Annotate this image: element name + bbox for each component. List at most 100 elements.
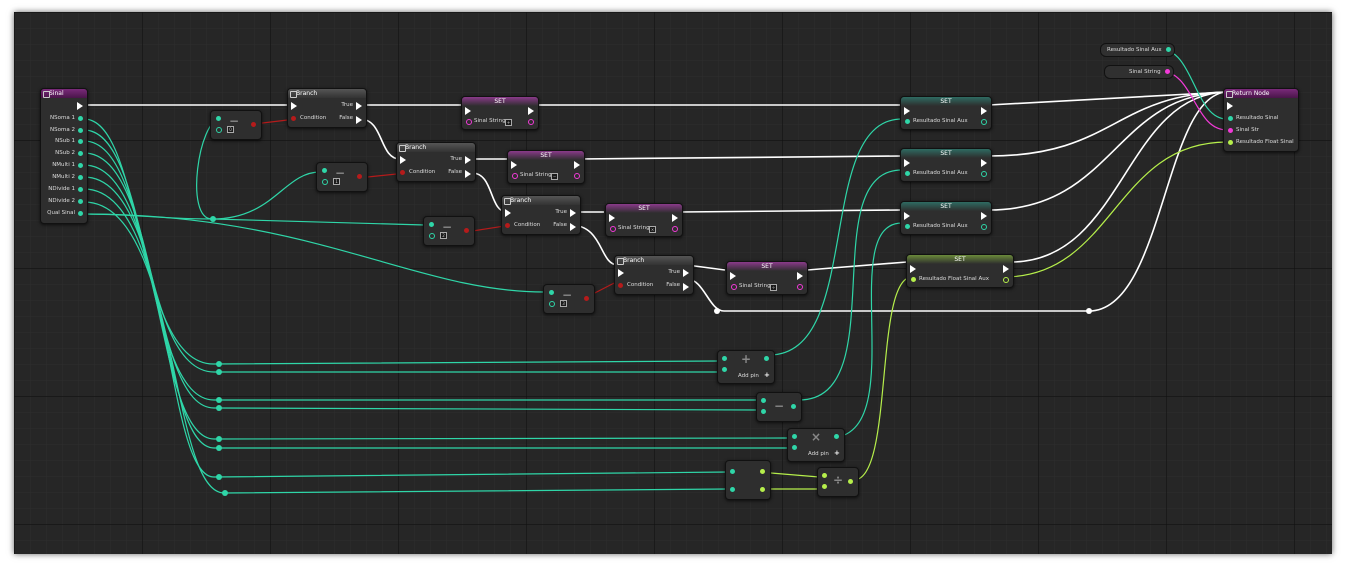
int-out-pin[interactable]: [78, 151, 83, 156]
int-out-pin[interactable]: [1165, 47, 1171, 52]
int-out-pin[interactable]: [78, 199, 83, 204]
int-out-pin[interactable]: [981, 224, 987, 230]
exec-out-pin[interactable]: [528, 107, 534, 115]
int-in-pin[interactable]: [216, 116, 221, 121]
get-sinal-string[interactable]: Sinal String: [1104, 65, 1174, 79]
reroute-node[interactable]: [216, 369, 222, 375]
get-resultado-sinal-aux[interactable]: Resultado Sinal Aux: [1100, 43, 1175, 57]
int-in-pin[interactable]: [322, 179, 328, 185]
int-out-pin[interactable]: [78, 175, 83, 180]
reroute-node[interactable]: [216, 474, 222, 480]
float-in-pin[interactable]: [822, 473, 827, 478]
exec-out-pin[interactable]: [570, 223, 576, 231]
int-in-pin[interactable]: [761, 409, 766, 414]
exec-out-pin[interactable]: [77, 102, 83, 110]
exec-in-pin[interactable]: [609, 214, 615, 222]
exec-out-pin[interactable]: [356, 116, 362, 124]
exec-out-pin[interactable]: [981, 212, 987, 220]
add-node[interactable]: + Add pin +: [717, 350, 775, 384]
int-in-pin[interactable]: [761, 398, 766, 403]
float-in-pin[interactable]: [911, 277, 916, 282]
set-sinal-string-node[interactable]: SET Sinal String +: [461, 96, 539, 130]
string-in-pin[interactable]: [512, 173, 518, 179]
exec-in-pin[interactable]: [910, 265, 916, 273]
branch-node[interactable]: Branch Condition True False: [501, 195, 581, 235]
string-value-box[interactable]: −: [551, 173, 558, 180]
int-out-pin[interactable]: [791, 404, 796, 409]
int-in-pin[interactable]: [722, 367, 727, 372]
exec-out-pin[interactable]: [683, 283, 689, 291]
int-in-pin[interactable]: [549, 290, 554, 295]
add-pin-icon[interactable]: +: [834, 449, 840, 457]
compare-value-box[interactable]: 3: [560, 300, 567, 307]
set-resultado-float-sinal-aux-node[interactable]: SET Resultado Float Sinal Aux: [906, 254, 1014, 288]
add-pin-label[interactable]: Add pin: [808, 451, 829, 457]
int-out-pin[interactable]: [834, 434, 839, 439]
bool-out-pin[interactable]: [251, 122, 256, 127]
return-node[interactable]: Return Node Resultado Sinal Sinal Str Re…: [1223, 88, 1299, 152]
blueprint-graph-canvas[interactable]: Sinal NSoma 1 NSoma 2 NSub 1 NSub 2 NMul…: [14, 12, 1332, 554]
exec-out-pin[interactable]: [981, 159, 987, 167]
int-out-pin[interactable]: [981, 119, 987, 125]
exec-in-pin[interactable]: [730, 272, 736, 280]
string-out-pin[interactable]: [1164, 69, 1170, 74]
string-out-pin[interactable]: [574, 173, 580, 179]
compare-value-box[interactable]: 2: [440, 232, 447, 239]
int-in-pin[interactable]: [905, 224, 910, 229]
add-pin-icon[interactable]: +: [764, 371, 770, 379]
exec-out-pin[interactable]: [683, 269, 689, 277]
int-in-pin[interactable]: [549, 301, 555, 307]
reroute-node[interactable]: [216, 405, 222, 411]
exec-out-pin[interactable]: [465, 156, 471, 164]
set-resultado-sinal-aux-node[interactable]: SET Resultado Sinal Aux: [900, 148, 992, 182]
int-out-pin[interactable]: [78, 116, 83, 121]
branch-node[interactable]: Branch Condition True False: [396, 142, 476, 182]
exec-out-pin[interactable]: [570, 209, 576, 217]
float-out-pin[interactable]: [760, 469, 765, 474]
set-sinal-string-node[interactable]: SET Sinal String ×: [605, 203, 683, 237]
exec-in-pin[interactable]: [904, 212, 910, 220]
exec-in-pin[interactable]: [904, 159, 910, 167]
reroute-node[interactable]: [216, 361, 222, 367]
reroute-node[interactable]: [1086, 308, 1092, 314]
exec-out-pin[interactable]: [465, 170, 471, 178]
int-in-pin[interactable]: [429, 233, 435, 239]
equal-compare-node[interactable]: − 3: [543, 284, 595, 314]
int-in-pin[interactable]: [905, 119, 910, 124]
divide-node[interactable]: ÷: [817, 467, 859, 497]
string-value-box[interactable]: ×: [649, 226, 656, 233]
int-out-pin[interactable]: [78, 128, 83, 133]
branch-node[interactable]: Branch Condition True False: [287, 88, 367, 128]
set-sinal-string-node[interactable]: SET Sinal String −: [507, 150, 585, 184]
reroute-node[interactable]: [216, 397, 222, 403]
exec-in-pin[interactable]: [400, 156, 406, 164]
int-in-pin[interactable]: [1228, 116, 1233, 121]
set-resultado-sinal-aux-node[interactable]: SET Resultado Sinal Aux: [900, 96, 992, 130]
equal-compare-node[interactable]: − 0: [210, 110, 262, 140]
int-in-pin[interactable]: [905, 171, 910, 176]
string-in-pin[interactable]: [610, 226, 616, 232]
string-value-box[interactable]: ÷: [770, 284, 777, 291]
reroute-node[interactable]: [714, 308, 720, 314]
string-out-pin[interactable]: [797, 284, 803, 290]
float-out-pin[interactable]: [1003, 277, 1009, 283]
equal-compare-node[interactable]: − 2: [423, 216, 475, 246]
bool-out-pin[interactable]: [357, 174, 362, 179]
float-in-pin[interactable]: [822, 484, 827, 489]
exec-in-pin[interactable]: [904, 107, 910, 115]
bool-out-pin[interactable]: [464, 228, 469, 233]
exec-in-pin[interactable]: [291, 102, 297, 110]
int-in-pin[interactable]: [216, 127, 222, 133]
int-in-pin[interactable]: [792, 434, 797, 439]
multiply-node[interactable]: × Add pin +: [787, 428, 845, 462]
exec-in-pin[interactable]: [505, 209, 511, 217]
exec-out-pin[interactable]: [981, 107, 987, 115]
string-in-pin[interactable]: [731, 284, 737, 290]
int-in-pin[interactable]: [730, 469, 735, 474]
int-in-pin[interactable]: [730, 487, 735, 492]
int-out-pin[interactable]: [78, 163, 83, 168]
int-out-pin[interactable]: [78, 187, 83, 192]
string-in-pin[interactable]: [1228, 128, 1233, 133]
reroute-node[interactable]: [222, 490, 228, 496]
exec-out-pin[interactable]: [1003, 265, 1009, 273]
